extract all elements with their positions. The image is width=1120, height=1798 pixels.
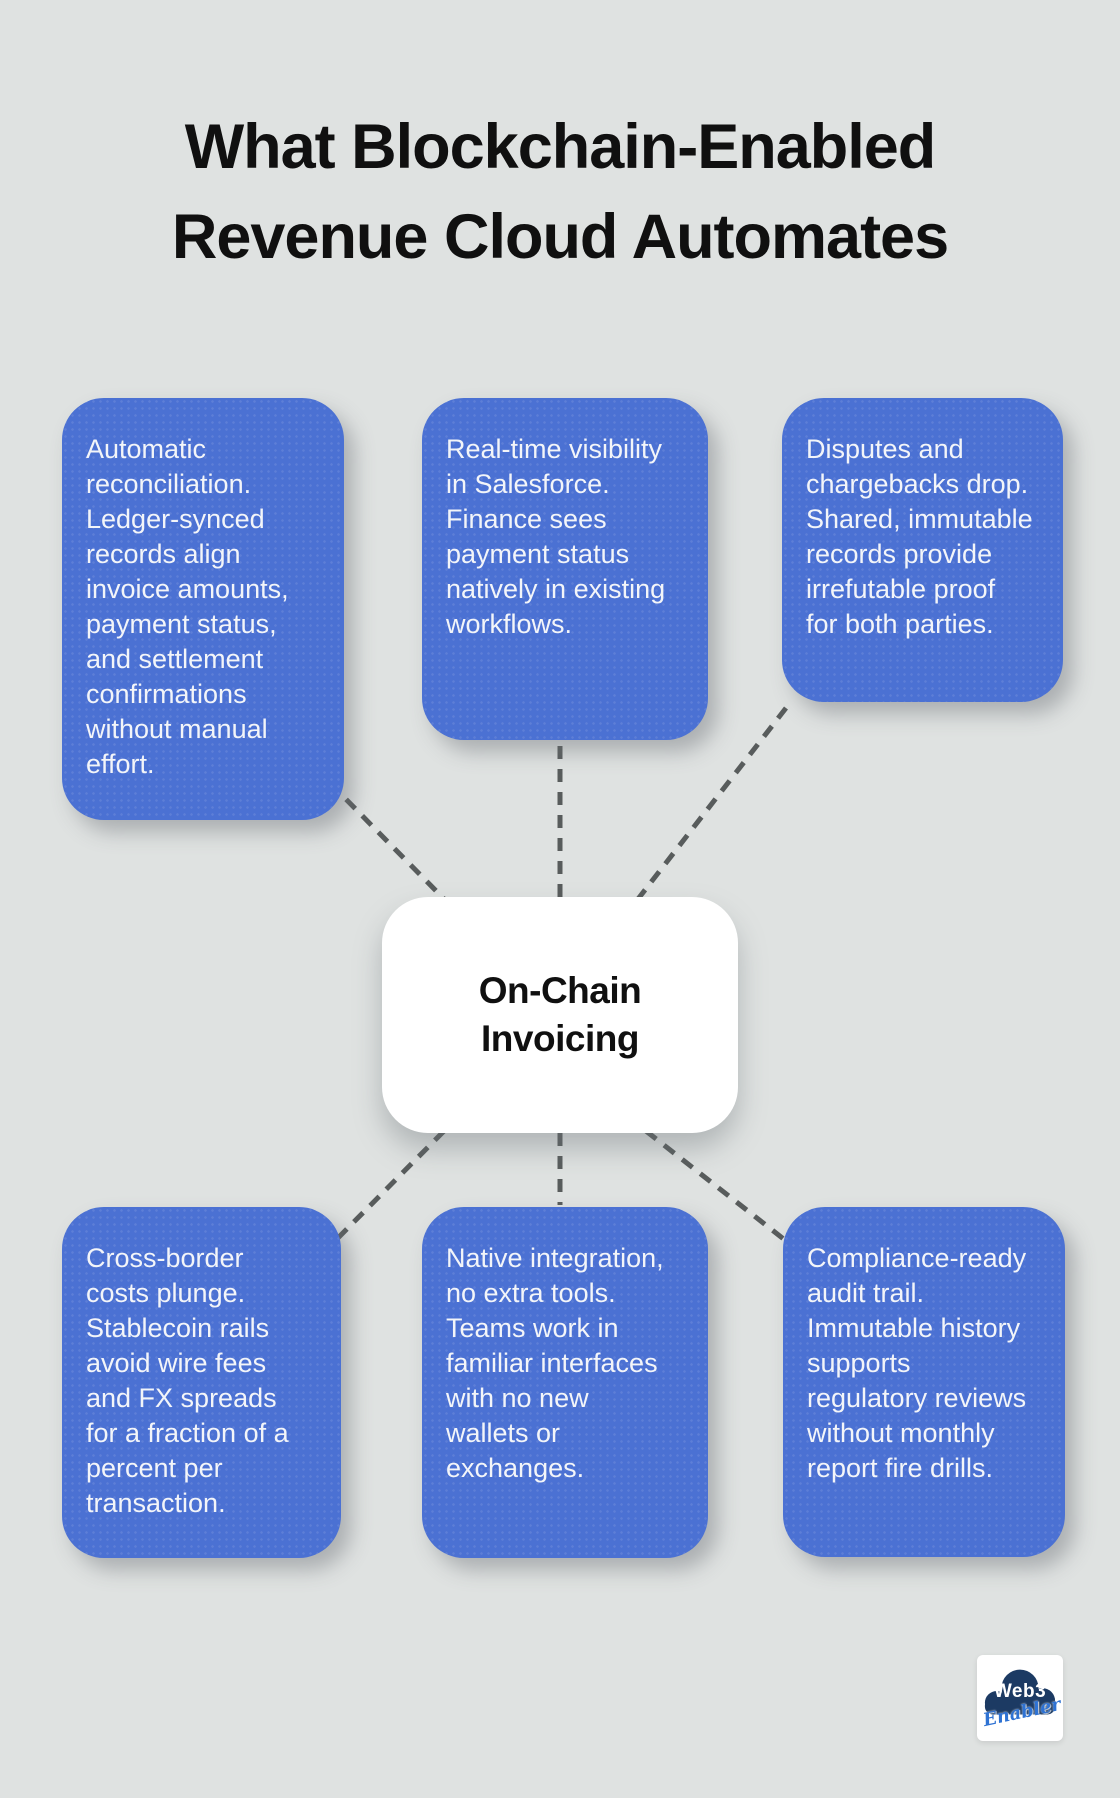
connector-bottom-right (644, 1129, 792, 1246)
connector-top-left (328, 781, 448, 903)
page-title-line-1: What Blockchain-Enabled (184, 112, 937, 182)
card-cross-border-costs-text: Cross-border costs plunge. Stablecoin ra… (86, 1243, 289, 1518)
center-node-label-line-2: Invoicing (481, 1018, 639, 1059)
logo-brand-text: Web3 (993, 1681, 1047, 1702)
card-automatic-reconciliation: Automatic reconciliation. Ledger-synced … (62, 398, 344, 820)
center-node-label: On-Chain Invoicing (478, 967, 642, 1063)
connector-bottom-left (332, 1129, 446, 1244)
card-native-integration: Native integration, no extra tools. Team… (422, 1207, 708, 1558)
card-native-integration-text: Native integration, no extra tools. Team… (446, 1243, 664, 1483)
card-disputes-chargebacks-text: Disputes and chargebacks drop. Shared, i… (806, 434, 1033, 639)
center-node-label-line-1: On-Chain (478, 970, 642, 1011)
card-compliance-audit-trail-text: Compliance-ready audit trail. Immutable … (807, 1243, 1027, 1483)
connector-top-right (636, 706, 788, 901)
page-title-line-2: Revenue Cloud Automates (171, 202, 949, 272)
card-disputes-chargebacks: Disputes and chargebacks drop. Shared, i… (782, 398, 1063, 702)
center-node-on-chain-invoicing: On-Chain Invoicing (382, 897, 738, 1133)
card-cross-border-costs: Cross-border costs plunge. Stablecoin ra… (62, 1207, 341, 1558)
card-realtime-visibility: Real-time visibility in Salesforce. Fina… (422, 398, 708, 740)
card-automatic-reconciliation-text: Automatic reconciliation. Ledger-synced … (86, 434, 289, 779)
page-title: What Blockchain-Enabled Revenue Cloud Au… (0, 102, 1120, 282)
web3-enabler-logo: Web3 Enabler (977, 1655, 1063, 1741)
cloud-icon (984, 1669, 1056, 1715)
card-compliance-audit-trail: Compliance-ready audit trail. Immutable … (783, 1207, 1065, 1557)
card-realtime-visibility-text: Real-time visibility in Salesforce. Fina… (446, 434, 666, 639)
